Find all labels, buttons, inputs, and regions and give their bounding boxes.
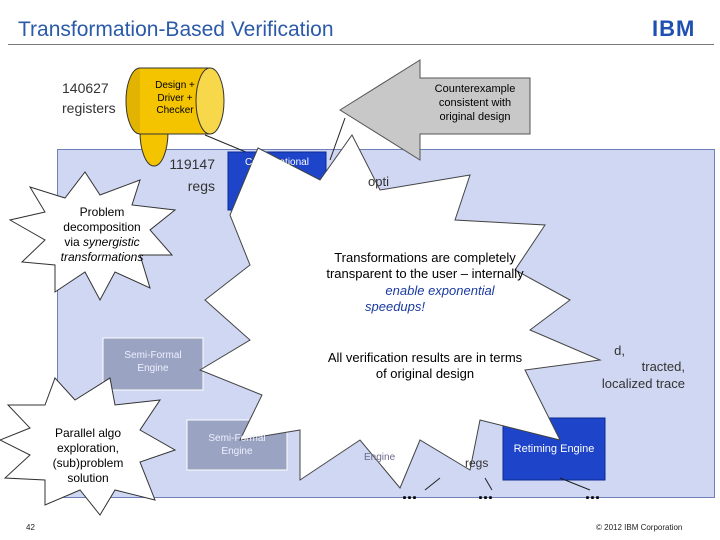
star-line: enable exponential bbox=[385, 282, 495, 298]
combinational-line: Engine bbox=[261, 182, 293, 193]
semi-formal-engine-1-label[interactable]: Semi-Formal Engine bbox=[103, 350, 203, 375]
callout-line: via synergistic bbox=[42, 235, 162, 250]
star-line: transparent to the user – internally bbox=[326, 266, 524, 282]
combinational-line: Optimization bbox=[249, 169, 305, 181]
callout-line: Parallel algo bbox=[54, 426, 122, 440]
registers-label: registers bbox=[62, 100, 116, 116]
callout-line: solution bbox=[67, 471, 109, 485]
design-cylinder bbox=[125, 67, 225, 167]
ellipsis-3: ... bbox=[585, 483, 601, 503]
copyright: © 2012 IBM Corporation bbox=[596, 523, 683, 532]
combinational-line: Combinational bbox=[245, 157, 309, 168]
big-star-text: Transformations are completely transpare… bbox=[295, 250, 555, 315]
regs-count: 119147 bbox=[169, 156, 215, 172]
counterexample-line: Counterexample bbox=[434, 83, 516, 95]
problem-decomposition-callout bbox=[8, 171, 177, 302]
semi-formal-line: Semi-Formal bbox=[124, 350, 182, 361]
trace-line: d, bbox=[614, 343, 625, 358]
callout-line: decomposition bbox=[63, 220, 141, 234]
star-line: of original design bbox=[375, 366, 475, 382]
callout-line: transformations bbox=[60, 250, 144, 264]
cylinder-line: Design + bbox=[155, 80, 195, 91]
semi-formal-engine-2-label[interactable]: Semi-Formal Engine bbox=[187, 433, 287, 458]
counterexample-line: consistent with bbox=[438, 96, 512, 109]
semi-formal-engine-box-1 bbox=[102, 337, 204, 391]
semi-formal-line: Engine bbox=[137, 362, 169, 374]
regs-partial-label: regs bbox=[465, 456, 489, 470]
counterexample-line: original design bbox=[439, 110, 511, 123]
callout-line: (sub)problem bbox=[52, 456, 124, 470]
retiming-engine-label[interactable]: Retiming Engine bbox=[513, 443, 595, 455]
partial-opti-text: opti bbox=[368, 174, 389, 189]
right-trace-text: d, tracted, localized trace bbox=[570, 343, 685, 392]
counterexample-label: Counterexample consistent with original … bbox=[410, 83, 540, 124]
counterexample-arrow bbox=[339, 59, 531, 161]
callout-line: Problem bbox=[79, 205, 125, 219]
parallel-algo-text: Parallel algo exploration, (sub)problem … bbox=[28, 426, 148, 486]
callout-word-italic: synergistic bbox=[83, 235, 140, 249]
cylinder-line: Checker bbox=[156, 105, 194, 116]
trace-line: localized trace bbox=[601, 375, 685, 391]
regs-label: regs bbox=[187, 178, 215, 194]
ibm-logo: IBM bbox=[652, 16, 696, 41]
parallel-algo-callout bbox=[0, 377, 177, 516]
semi-formal-line: Semi-Formal bbox=[208, 433, 266, 444]
cylinder-line: Driver + bbox=[157, 92, 193, 104]
problem-decomposition-text: Problem decomposition via synergistic tr… bbox=[42, 205, 162, 265]
ellipsis-1: ... bbox=[402, 483, 418, 503]
trace-line: tracted, bbox=[641, 359, 685, 375]
transparency-starburst bbox=[198, 134, 602, 489]
callout-word: via bbox=[64, 235, 83, 249]
verification-results-text: All verification results are in terms of… bbox=[300, 350, 550, 383]
page-number: 42 bbox=[26, 523, 35, 532]
semi-formal-line: Engine bbox=[221, 445, 253, 457]
registers-count: 140627 bbox=[62, 80, 109, 96]
ellipsis-2: ... bbox=[478, 483, 494, 503]
cylinder-label: Design + Driver + Checker bbox=[140, 80, 210, 118]
branch-arrows bbox=[424, 477, 591, 491]
page-title: Transformation-Based Verification bbox=[18, 18, 334, 41]
header-divider bbox=[8, 44, 714, 45]
callout-line: exploration, bbox=[56, 441, 120, 455]
star-line: Transformations are completely bbox=[334, 250, 516, 265]
combinational-engine-label[interactable]: Combinational Optimization Engine bbox=[228, 157, 326, 195]
star-line: All verification results are in terms bbox=[327, 350, 523, 365]
engine-partial-label: Engine bbox=[364, 452, 396, 463]
star-line: speedups! bbox=[365, 298, 425, 314]
